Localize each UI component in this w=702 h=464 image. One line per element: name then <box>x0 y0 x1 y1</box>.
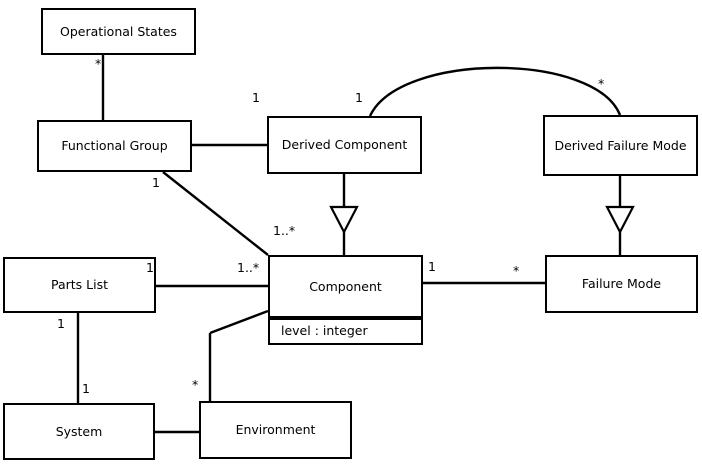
edge-derived-component-derived-failure-mode <box>368 66 622 117</box>
class-derived-component[interactable]: Derived Component <box>267 116 422 174</box>
edge-component-environment-diagonal <box>209 309 269 335</box>
class-name-failure-mode: Failure Mode <box>581 276 662 292</box>
class-system[interactable]: System <box>3 403 155 460</box>
class-environment[interactable]: Environment <box>199 401 352 459</box>
multiplicity-label-component-parts-list: 1..* <box>237 260 260 275</box>
multiplicity-label-failure-mode-component: * <box>513 263 520 278</box>
multiplicity-label-parts-list-system: 1 <box>57 316 65 331</box>
class-attribute-component-level: level : integer <box>281 323 368 338</box>
class-operational-states[interactable]: Operational States <box>41 8 196 55</box>
class-parts-list[interactable]: Parts List <box>3 257 156 313</box>
class-component[interactable]: Component <box>268 255 423 318</box>
class-name-functional-group: Functional Group <box>61 138 168 154</box>
class-name-system: System <box>55 423 103 439</box>
class-name-component: Component <box>309 278 382 294</box>
class-name-derived-component: Derived Component <box>281 137 408 153</box>
class-functional-group[interactable]: Functional Group <box>37 120 192 172</box>
generalization-triangle-failure-mode <box>605 205 635 235</box>
class-name-environment: Environment <box>235 422 316 438</box>
class-name-parts-list: Parts List <box>50 277 108 293</box>
multiplicity-label-derived-component-arc: 1 <box>355 90 363 105</box>
multiplicity-label-component-failure-mode: 1 <box>428 259 436 274</box>
multiplicity-label-environment-component: * <box>192 377 199 392</box>
class-name-derived-failure-mode: Derived Failure Mode <box>554 137 687 153</box>
multiplicity-label-operational-states: * <box>95 56 102 71</box>
multiplicity-label-parts-list-component: 1 <box>146 260 154 275</box>
class-failure-mode[interactable]: Failure Mode <box>545 255 698 313</box>
class-name-operational-states: Operational States <box>60 23 177 39</box>
multiplicity-label-functional-group-component: 1 <box>152 175 160 190</box>
multiplicity-label-functional-group-derived-component: 1 <box>252 90 260 105</box>
class-component-attributes-compartment[interactable]: level : integer <box>268 318 423 345</box>
class-derived-failure-mode[interactable]: Derived Failure Mode <box>543 115 698 176</box>
generalization-triangle-component <box>329 205 359 235</box>
edge-functional-group-component <box>162 171 269 256</box>
multiplicity-label-derived-failure-mode-arc: * <box>598 76 605 91</box>
multiplicity-label-component-functional-group: 1..* <box>273 223 296 238</box>
multiplicity-label-system-parts-list: 1 <box>82 381 90 396</box>
